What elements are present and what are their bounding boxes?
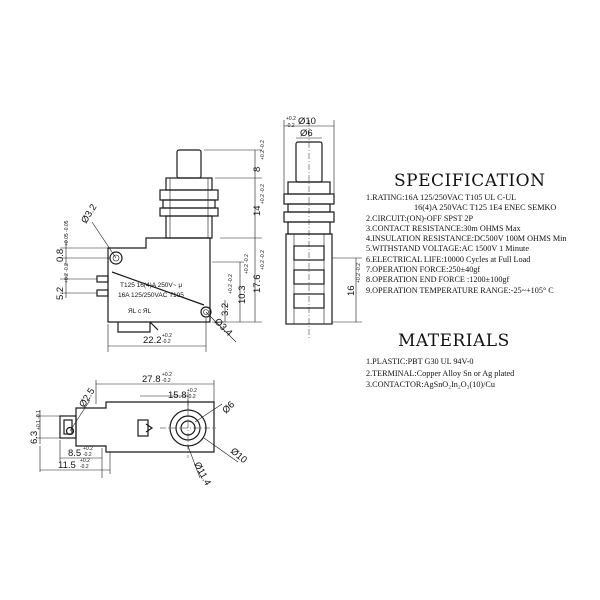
svg-text:+0.2 -0.2: +0.2 -0.2 <box>228 274 234 294</box>
dim-15-8: 15.8 <box>168 390 187 401</box>
svg-text:+0.2 -0.2: +0.2 -0.2 <box>260 250 266 270</box>
dim-d3-4: Ø3.4 <box>212 316 234 338</box>
svg-text:-0.2: -0.2 <box>80 464 89 470</box>
spec-item: 5.WITHSTAND VOLTAGE:AC 1500V 1 Minute <box>366 244 529 254</box>
svg-text:+0.05 -0.05: +0.05 -0.05 <box>64 220 70 246</box>
dim-d10-bottom: Ø10 <box>228 446 249 466</box>
svg-text:+0.2 -0.2: +0.2 -0.2 <box>356 263 362 283</box>
spec-item: 9.OPERATION TEMPERATURE RANGE:-25~+105° … <box>366 285 554 295</box>
dim-8-5: 8.5 <box>68 448 81 459</box>
material-item: 1.PLASTIC:PBT G30 UL 94V-0 <box>366 357 474 366</box>
dim-d10-top: Ø10 <box>298 116 316 127</box>
svg-text:-0.2: -0.2 <box>286 123 295 129</box>
svg-text:+0.2: +0.2 <box>286 116 296 122</box>
svg-text:-0.2: -0.2 <box>187 394 196 400</box>
dim-d6-top: Ø6 <box>300 128 313 139</box>
spec-item: 2.CIRCUIT:(ON)-OFF SPST 2P <box>366 213 474 223</box>
dim-d2-5: Ø2.5 <box>77 386 97 409</box>
dim-d6-bottom: Ø6 <box>220 399 237 416</box>
specification-title: SPECIFICATION <box>394 171 546 191</box>
svg-text:-0.2: -0.2 <box>162 378 171 384</box>
spec-item: 4.INSULATION RESISTANCE:DC500V 100M OHMS… <box>366 234 567 244</box>
materials-list: 1.PLASTIC:PBT G30 UL 94V-0 2.TERMINAL:Co… <box>366 356 514 391</box>
svg-text:+0.1 -0.1: +0.1 -0.1 <box>36 410 42 430</box>
svg-text:-0.2: -0.2 <box>83 452 92 458</box>
svg-text:-0.2: -0.2 <box>162 339 171 345</box>
side-view: Ø10 Ø6 16 <box>283 116 362 340</box>
svg-text:+0.2: +0.2 <box>80 458 90 464</box>
dim-5-2: 5.2 <box>55 287 66 300</box>
spec-item: 7.OPERATION FORCE:250±40gf <box>366 265 481 275</box>
svg-text:+0.2 -0.2: +0.2 -0.2 <box>260 184 266 204</box>
dim-16: 16 <box>346 285 357 296</box>
svg-text:+0.2: +0.2 <box>162 333 172 339</box>
specification-list: 1.RATING:16A 125/250VAC T105 UL C-UL 16(… <box>366 193 566 296</box>
svg-text:+0.2 -0.2: +0.2 -0.2 <box>64 263 70 283</box>
dim-22-2: 22.2 <box>143 335 162 346</box>
spec-item: 1.RATING:16A 125/250VAC T105 UL C-UL <box>366 193 517 202</box>
svg-text:+0.2 -0.2: +0.2 -0.2 <box>244 254 250 274</box>
spec-item: 16(4)A 250VAC T125 1E4 ENEC SEMKO <box>414 203 557 213</box>
body-marking-2: 16A 125/250VAC T105 <box>118 292 184 299</box>
spec-item: 6.ELECTRICAL LIFE:10000 Cycles at Full L… <box>366 254 531 264</box>
svg-text:+0.2: +0.2 <box>187 388 197 394</box>
dim-27-8: 27.8 <box>142 374 161 385</box>
dim-d3-2: Ø3.2 <box>79 202 99 225</box>
body-marking-3: ЯL c ЯL <box>128 308 152 315</box>
material-item: 2.TERMINAL:Copper Alloy Sn or Ag plated <box>366 368 515 378</box>
svg-text:+0.2: +0.2 <box>83 446 93 452</box>
dim-6-3: 6.3 <box>29 431 40 444</box>
svg-text:+0.2: +0.2 <box>162 372 172 378</box>
dim-d11-4: Ø11.4 <box>191 460 213 487</box>
front-view: T125 16(4)A 250V~ μ 16A 125/250VAC T105 … <box>55 149 263 352</box>
dim-3-2: 3.2 <box>220 303 231 316</box>
dim-11-5: 11.5 <box>58 460 76 471</box>
svg-text:+0.2 -0.2: +0.2 -0.2 <box>260 140 266 160</box>
spec-item: 3.CONTACT RESISTANCE:30m OHMS Max <box>366 223 521 233</box>
material-item: 3.CONTACTOR:AgSnO₂In₂O₃(10)/Cu <box>366 380 495 389</box>
dim-17-6: 17.6 <box>252 275 263 294</box>
tolerance-marks: +0.2 -0.2 +0.2 -0.2 +0.2 -0.2 +0.2 -0.2 … <box>36 116 362 470</box>
materials-title: MATERIALS <box>398 331 510 351</box>
dim-14: 14 <box>252 205 263 216</box>
dim-0-8: 0.8 <box>55 249 66 262</box>
body-marking-1: T125 16(4)A 250V~ μ <box>120 282 182 289</box>
dim-8: 8 <box>252 167 263 172</box>
bottom-view: 27.8 15.8 Ø2.5 Ø6 Ø10 Ø11.4 6.3 8.5 11.5 <box>29 374 249 488</box>
spec-item: 8.OPERATION END FORCE :1200±100gf <box>366 275 510 285</box>
dim-10-3: 10.3 <box>237 286 248 305</box>
